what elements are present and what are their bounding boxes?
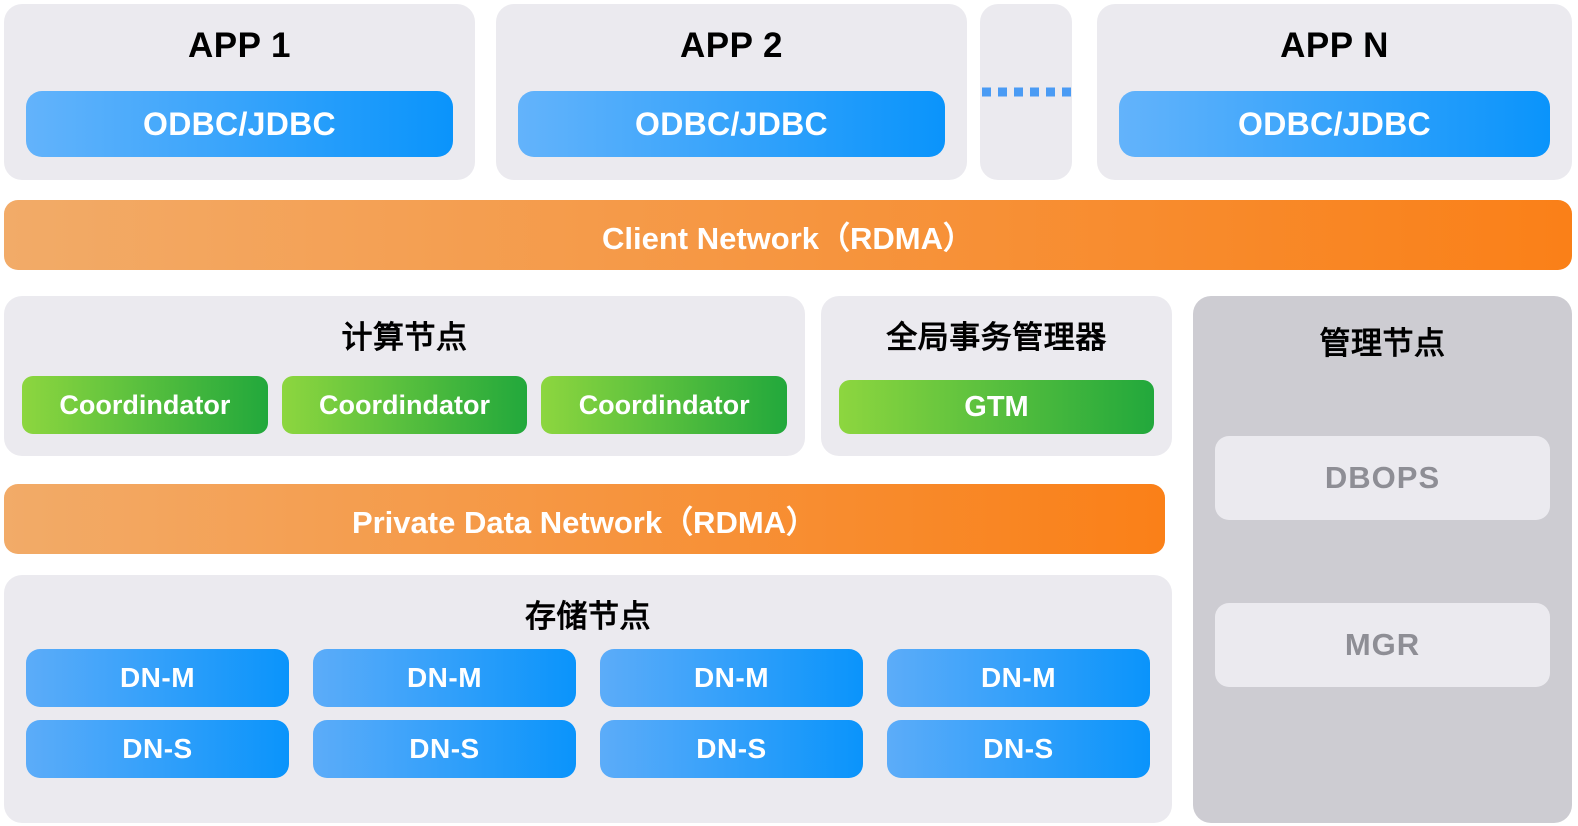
app-card-1-connector-pill[interactable]: ODBC/JDBC: [26, 91, 453, 157]
storage-node-slave-3[interactable]: DN-S: [600, 720, 863, 778]
coordinator-row: Coordindator Coordindator Coordindator: [22, 376, 788, 434]
storage-node-title: 存储节点: [525, 599, 651, 634]
compute-node-panel: 计算节点 Coordindator Coordindator Coordinda…: [4, 296, 805, 456]
storage-node-master-2[interactable]: DN-M: [313, 649, 576, 707]
app-card-1[interactable]: APP 1 ODBC/JDBC: [4, 4, 475, 180]
compute-node-title: 计算节点: [341, 320, 468, 355]
management-node-panel: 管理节点 DBOPS MGR: [1193, 296, 1572, 823]
storage-column-1: DN-M DN-S: [26, 649, 289, 778]
storage-node-grid: DN-M DN-S DN-M DN-S DN-M DN-S DN-M DN-S: [26, 649, 1150, 778]
storage-node-panel: 存储节点 DN-M DN-S DN-M DN-S DN-M DN-S DN-M …: [4, 575, 1172, 823]
app-card-n-title: APP N: [1280, 26, 1389, 65]
client-network-bar: Client Network（RDMA）: [4, 200, 1572, 270]
gtm-node-panel: 全局事务管理器 GTM: [821, 296, 1172, 456]
app-ellipsis-card: [980, 4, 1072, 180]
management-node-title: 管理节点: [1319, 326, 1446, 361]
storage-node-slave-2[interactable]: DN-S: [313, 720, 576, 778]
app-card-n-connector-pill[interactable]: ODBC/JDBC: [1119, 91, 1550, 157]
app-card-2[interactable]: APP 2 ODBC/JDBC: [496, 4, 967, 180]
ellipsis-icon: [980, 87, 1072, 97]
app-card-n[interactable]: APP N ODBC/JDBC: [1097, 4, 1572, 180]
gtm-node-title: 全局事务管理器: [886, 320, 1107, 355]
storage-node-master-3[interactable]: DN-M: [600, 649, 863, 707]
coordinator-node-1[interactable]: Coordindator: [22, 376, 268, 434]
storage-node-slave-4[interactable]: DN-S: [887, 720, 1150, 778]
storage-node-master-4[interactable]: DN-M: [887, 649, 1150, 707]
storage-column-2: DN-M DN-S: [313, 649, 576, 778]
management-item-mgr[interactable]: MGR: [1215, 603, 1550, 687]
app-card-2-connector-pill[interactable]: ODBC/JDBC: [518, 91, 945, 157]
app-card-2-title: APP 2: [679, 26, 784, 65]
coordinator-node-2[interactable]: Coordindator: [281, 376, 528, 434]
management-item-dbops[interactable]: DBOPS: [1215, 436, 1550, 520]
storage-node-master-1[interactable]: DN-M: [26, 649, 289, 707]
gtm-pill[interactable]: GTM: [839, 380, 1154, 434]
storage-node-slave-1[interactable]: DN-S: [26, 720, 289, 778]
private-data-network-bar: Private Data Network（RDMA）: [4, 484, 1165, 554]
app-card-1-title: APP 1: [187, 26, 292, 65]
storage-column-3: DN-M DN-S: [600, 649, 863, 778]
coordinator-node-3[interactable]: Coordindator: [541, 376, 788, 434]
storage-column-4: DN-M DN-S: [887, 649, 1150, 778]
